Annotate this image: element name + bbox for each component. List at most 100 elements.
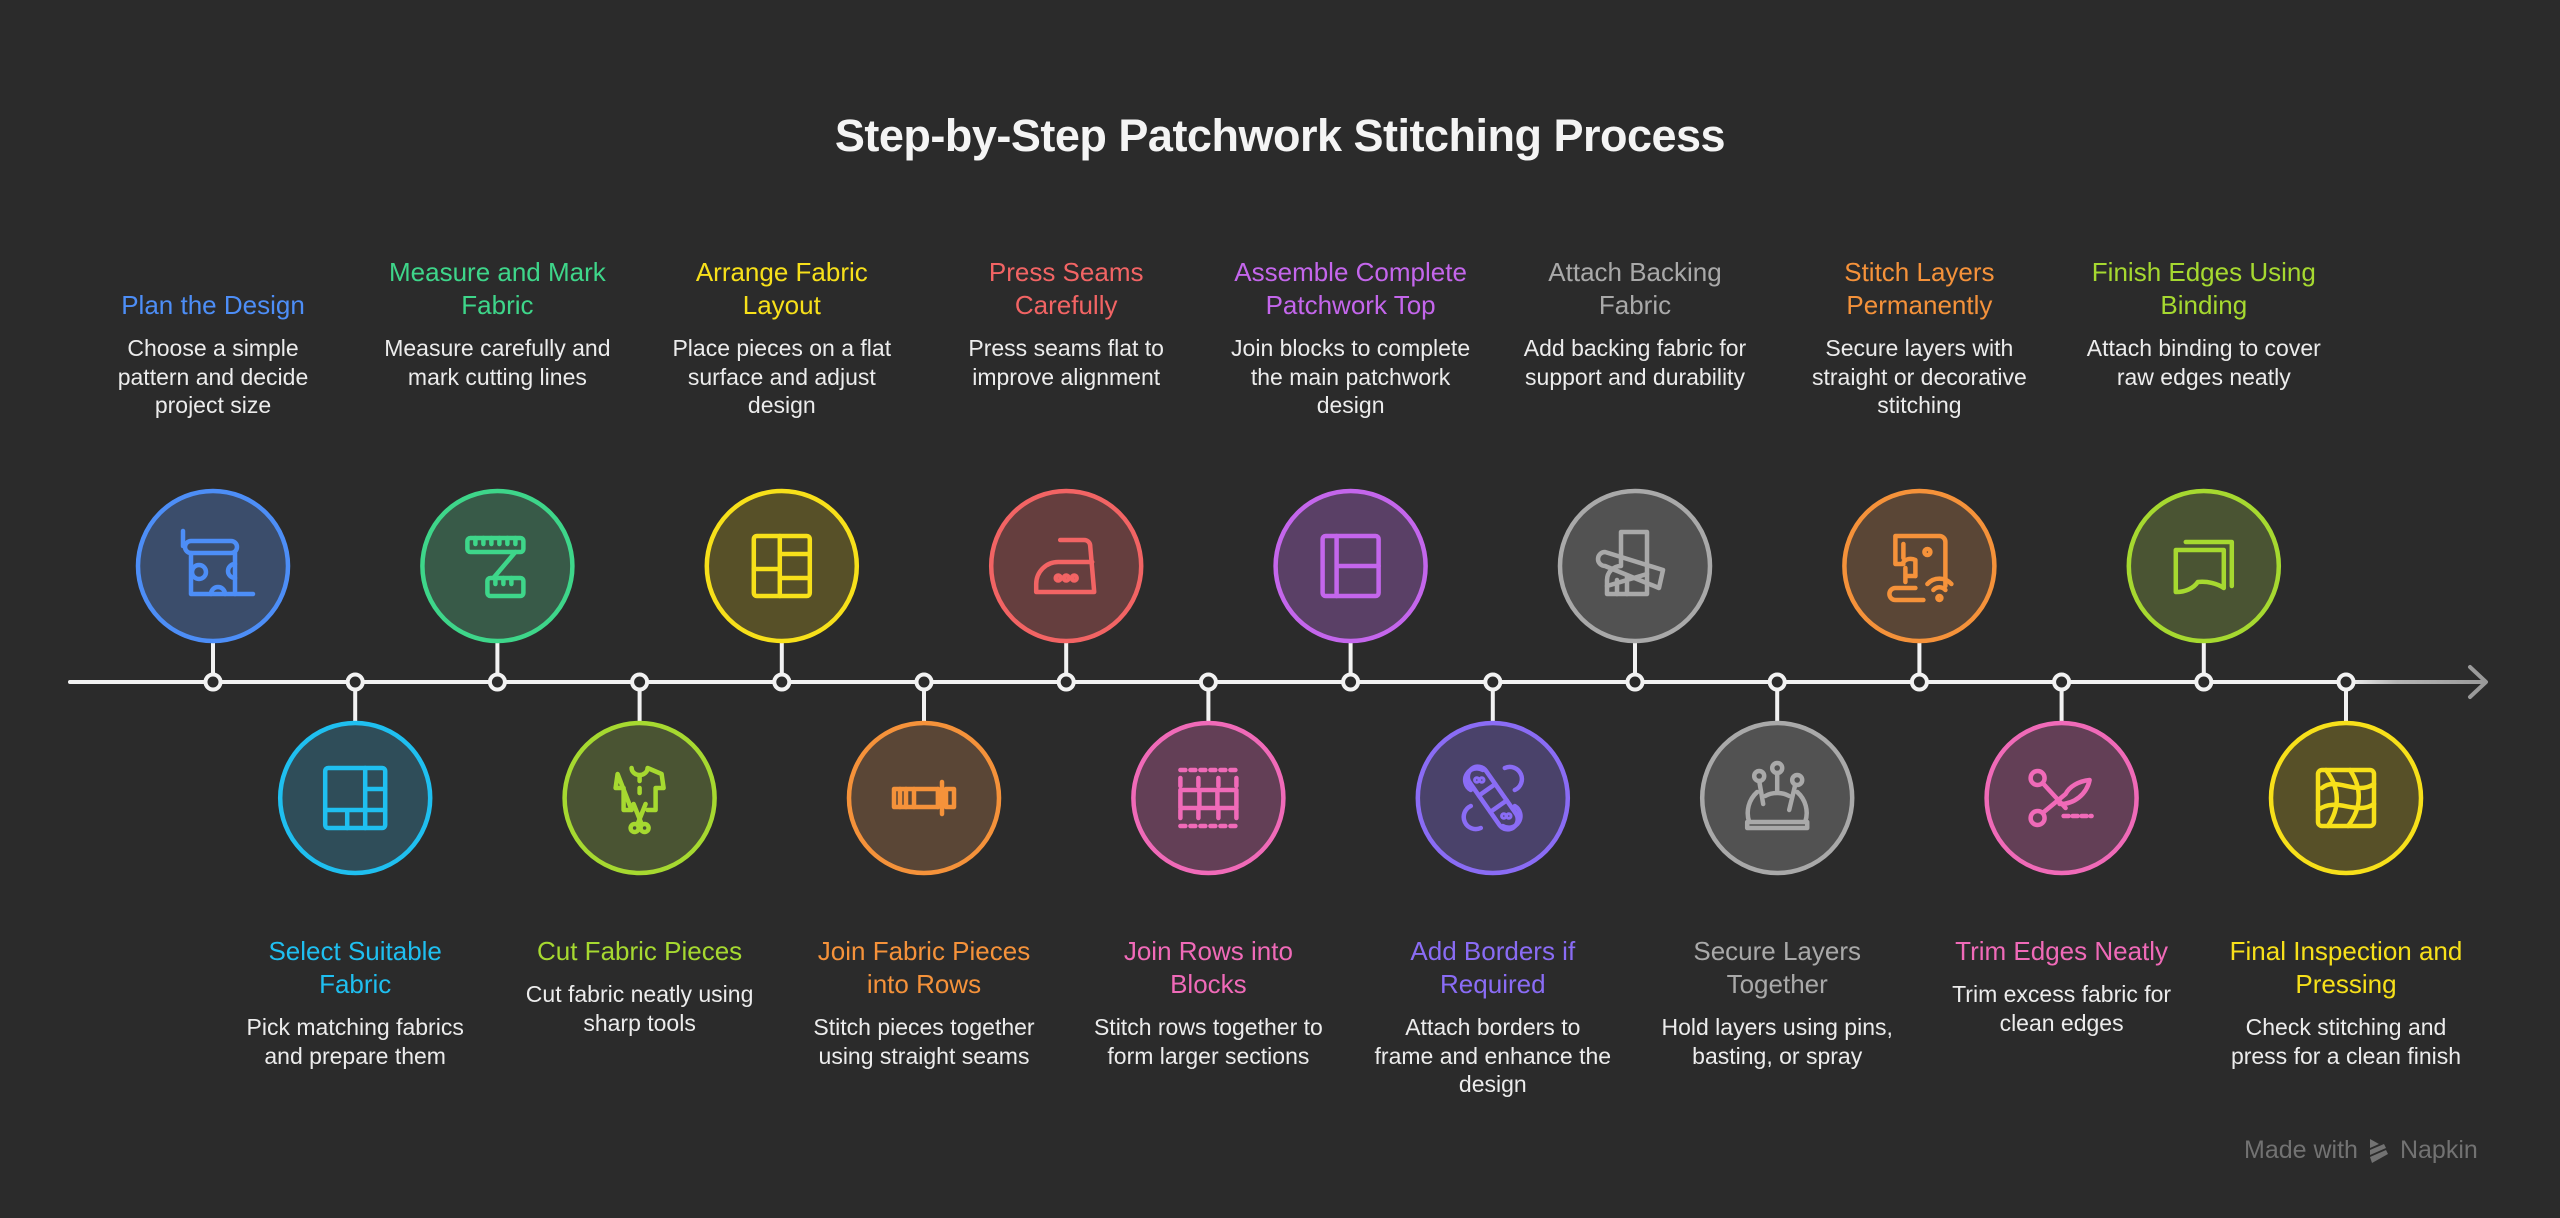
timeline-marker [487, 672, 507, 692]
step-title: Arrange Fabric Layout [695, 257, 868, 320]
step-title: Final Inspection and Pressing [2229, 936, 2463, 999]
timeline-marker [1056, 672, 1076, 692]
step-description: Cut fabric neatly using sharp tools [525, 981, 754, 1036]
step-node-14[interactable] [1984, 672, 2139, 876]
step-description: Hold layers using pins, basting, or spra… [1661, 1014, 1893, 1069]
step-description: Press seams flat to improve alignment [968, 335, 1164, 390]
step-description: Check stitching and press for a clean fi… [2230, 1014, 2462, 1069]
step-icon-circle [1699, 720, 1855, 876]
timeline-marker [914, 672, 934, 692]
step-description: Measure carefully and mark cutting lines [384, 335, 611, 390]
step-icon-circle [1557, 488, 1713, 644]
step-icon-circle [420, 488, 575, 644]
step-node-2[interactable] [277, 672, 433, 876]
step-title: Join Rows into Blocks [1123, 936, 1293, 999]
step-description: Secure layers with straight or decorativ… [1812, 335, 2027, 418]
step-title: Assemble Complete Patchwork Top [1234, 257, 1467, 320]
step-node-12[interactable] [1699, 672, 1855, 876]
timeline-marker [2052, 672, 2072, 692]
step-icon-circle [135, 488, 291, 644]
step-node-16[interactable] [2268, 672, 2424, 876]
step-icon-circle [1415, 720, 1571, 876]
step-node-3[interactable] [420, 488, 575, 692]
step-node-7[interactable] [988, 488, 1144, 692]
timeline-arrowhead-icon [2468, 665, 2488, 699]
step-node-10[interactable] [1415, 672, 1571, 876]
step-description: Stitch pieces together using straight se… [813, 1014, 1035, 1069]
step-node-9[interactable] [1273, 488, 1428, 692]
step-title: Select Suitable Fabric [268, 936, 442, 999]
shirt-scissors-icon [613, 765, 666, 835]
step-title: Measure and Mark Fabric [389, 257, 606, 320]
step-title: Press Seams Carefully [988, 257, 1144, 320]
step-node-11[interactable] [1557, 488, 1713, 692]
timeline-marker [772, 672, 792, 692]
step-description: Stitch rows together to form larger sect… [1093, 1014, 1323, 1069]
step-description: Choose a simple pattern and decide proje… [117, 335, 309, 418]
measuring-tape-icon [465, 535, 526, 599]
timeline-marker [1625, 672, 1645, 692]
crossed-bandage-icon [1461, 764, 1525, 832]
fabric-roll-icon [891, 779, 957, 817]
timeline-marker [1483, 672, 1503, 692]
step-title: Add Borders if Required [1410, 936, 1576, 999]
step-title: Plan the Design [121, 290, 305, 320]
scissors-cut-icon [2028, 768, 2094, 828]
step-node-6[interactable] [846, 672, 1002, 876]
step-description: Add backing fabric for support and durab… [1523, 335, 1747, 390]
step-description: Trim excess fabric for clean edges [1952, 981, 2172, 1036]
step-icon-circle [562, 720, 717, 876]
timeline-marker [630, 672, 650, 692]
step-node-1[interactable] [135, 488, 291, 692]
fabric-wrap-icon [1595, 529, 1666, 597]
binding-layers-icon [2173, 539, 2235, 595]
step-description: Pick matching fabrics and prepare them [246, 1014, 464, 1069]
footer-made-with-label: Made with [2244, 1136, 2358, 1164]
step-node-4[interactable] [562, 672, 717, 876]
made-with-napkin-badge[interactable]: Made with Napkin [2244, 1136, 2478, 1165]
step-node-15[interactable] [2126, 488, 2282, 692]
step-icon-circle [2126, 488, 2282, 644]
step-description: Place pieces on a flat surface and adjus… [672, 335, 892, 418]
step-node-8[interactable] [1131, 672, 1286, 876]
step-icon-circle [277, 720, 433, 876]
diagram-title: Step-by-Step Patchwork Stitching Process [834, 110, 1726, 161]
step-title: Trim Edges Neatly [1955, 936, 2169, 966]
step-title: Stitch Layers Permanently [1844, 257, 1995, 320]
step-description: Join blocks to complete the main patchwo… [1231, 335, 1471, 418]
step-title: Cut Fabric Pieces [537, 936, 743, 966]
step-title: Secure Layers Together [1693, 936, 1862, 999]
step-description: Attach binding to cover raw edges neatly [2086, 335, 2321, 390]
timeline-marker [203, 672, 223, 692]
step-icon-circle [1842, 488, 1997, 644]
step-node-5[interactable] [704, 488, 860, 692]
quilt-pattern-icon [2315, 767, 2377, 829]
pin-cushion-icon [1744, 760, 1810, 831]
step-description: Attach borders to frame and enhance the … [1374, 1014, 1612, 1097]
iron-icon [1033, 537, 1097, 595]
step-node-13[interactable] [1842, 488, 1997, 692]
step-title: Finish Edges Using Binding [2091, 257, 2316, 320]
panel-layout-icon [1320, 533, 1381, 599]
timeline-marker [1909, 672, 1929, 692]
footer-brand-label: Napkin [2399, 1136, 2478, 1164]
layout-grid-icon [751, 533, 813, 599]
step-title: Attach Backing Fabric [1548, 257, 1722, 320]
timeline-marker [2336, 672, 2356, 692]
sewing-machine-icon [1887, 533, 1954, 603]
